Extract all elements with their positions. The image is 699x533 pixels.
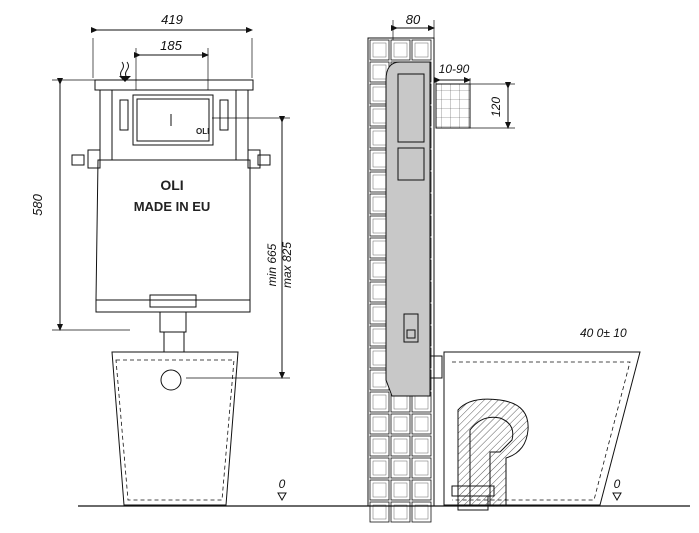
- wall-tile: [390, 457, 411, 479]
- wall-tile: [369, 39, 390, 61]
- width-dimension: 419: [91, 12, 253, 78]
- wall-tile-inner: [414, 504, 429, 520]
- floor-label-side: 0: [614, 477, 621, 491]
- wall-tile: [411, 479, 432, 501]
- pipe-range-label: 10-90: [439, 62, 470, 76]
- wall-tile: [369, 413, 390, 435]
- wall-tile: [369, 435, 390, 457]
- floor-label-front: 0: [279, 477, 286, 491]
- floor-marker-front: 0: [277, 477, 287, 502]
- wall-tile: [411, 501, 432, 523]
- width-label: 419: [161, 12, 183, 27]
- wall-tile-inner: [393, 460, 408, 476]
- wc-bowl-side: [443, 351, 641, 511]
- wall-tile: [369, 501, 390, 523]
- bracket-width-dimension: 185: [134, 38, 209, 90]
- wall-tile-inner: [414, 438, 429, 454]
- wall-tile-inner: [414, 42, 429, 58]
- wall-tile-inner: [372, 504, 387, 520]
- wall-tile-inner: [414, 416, 429, 432]
- wall-tile-inner: [414, 460, 429, 476]
- adjust-height-dimension: min 665 max 825: [186, 116, 294, 379]
- adjust-min-label: min 665: [265, 243, 279, 286]
- cistern-frame: OLI: [71, 79, 271, 169]
- adjust-max-label: max 825: [280, 242, 294, 288]
- wall-tile: [390, 435, 411, 457]
- wall-tile-inner: [393, 504, 408, 520]
- bracket-width-label: 185: [160, 38, 182, 53]
- depth-label: 80: [406, 12, 421, 27]
- wall-tile-inner: [414, 482, 429, 498]
- outlet-height-label-group: 40 0± 10: [580, 326, 627, 340]
- height-label: 580: [30, 193, 45, 215]
- wall-tile: [369, 391, 390, 413]
- wall-tile-inner: [372, 416, 387, 432]
- wall-tile-inner: [393, 416, 408, 432]
- floor-marker-side: 0: [612, 477, 622, 502]
- wall-tile: [390, 39, 411, 61]
- wall-tile-inner: [372, 394, 387, 410]
- wall-tile: [411, 435, 432, 457]
- wall-tile: [411, 413, 432, 435]
- water-inlet-icon: [119, 61, 131, 82]
- wall-tile-inner: [393, 42, 408, 58]
- wall-tile-inner: [372, 42, 387, 58]
- wall-tile-inner: [393, 438, 408, 454]
- brand-label: OLI: [160, 177, 183, 193]
- front-view: 419 185 580: [30, 12, 294, 506]
- wall-tile-inner: [393, 482, 408, 498]
- water-pipe: 10-90 120: [434, 62, 515, 129]
- side-view: 80 10-90 120: [367, 12, 641, 523]
- wall-tile: [390, 479, 411, 501]
- wall-tile: [390, 413, 411, 435]
- height-dimension: 580: [30, 78, 130, 331]
- wall-tile-inner: [372, 438, 387, 454]
- wall-tile-inner: [372, 460, 387, 476]
- wall-tile-inner: [372, 64, 387, 80]
- pipe-height-label: 120: [489, 97, 503, 117]
- wall-tile: [369, 457, 390, 479]
- made-in-label: MADE IN EU: [134, 199, 211, 214]
- cistern-profile: [385, 61, 443, 397]
- wall-tile-inner: [372, 482, 387, 498]
- brand-small: OLI: [196, 127, 209, 136]
- wall-tile: [369, 479, 390, 501]
- depth-dimension: 80: [391, 12, 435, 42]
- wc-bowl-front: [111, 351, 239, 506]
- outlet-height-label: 40 0± 10: [580, 326, 627, 340]
- wall-tile: [411, 39, 432, 61]
- cistern-body: OLI MADE IN EU: [95, 159, 251, 353]
- wall-tile: [411, 457, 432, 479]
- wall-tile: [390, 501, 411, 523]
